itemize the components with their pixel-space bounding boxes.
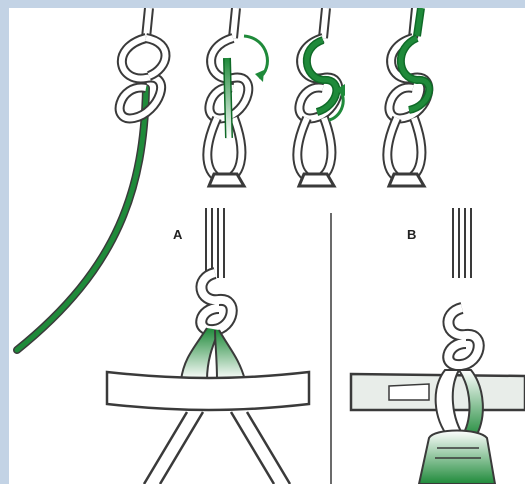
harness-loop	[389, 174, 424, 186]
rope-tail-green	[17, 88, 146, 350]
step-3	[297, 8, 345, 186]
rotation-arrow	[244, 36, 267, 78]
panel-b-tie-in	[351, 208, 525, 484]
panel-a-tie-in	[107, 208, 309, 484]
knot-diagram	[9, 8, 525, 484]
step-1-figure-eight	[17, 8, 166, 350]
step-4	[387, 8, 429, 186]
figure-frame: A B	[9, 8, 525, 484]
harness-waist-belt	[107, 372, 309, 410]
harness-loop	[299, 174, 334, 186]
panel-label-b: B	[407, 227, 416, 242]
step-2	[207, 8, 267, 186]
harness-loop	[209, 174, 244, 186]
panel-label-a: A	[173, 227, 182, 242]
